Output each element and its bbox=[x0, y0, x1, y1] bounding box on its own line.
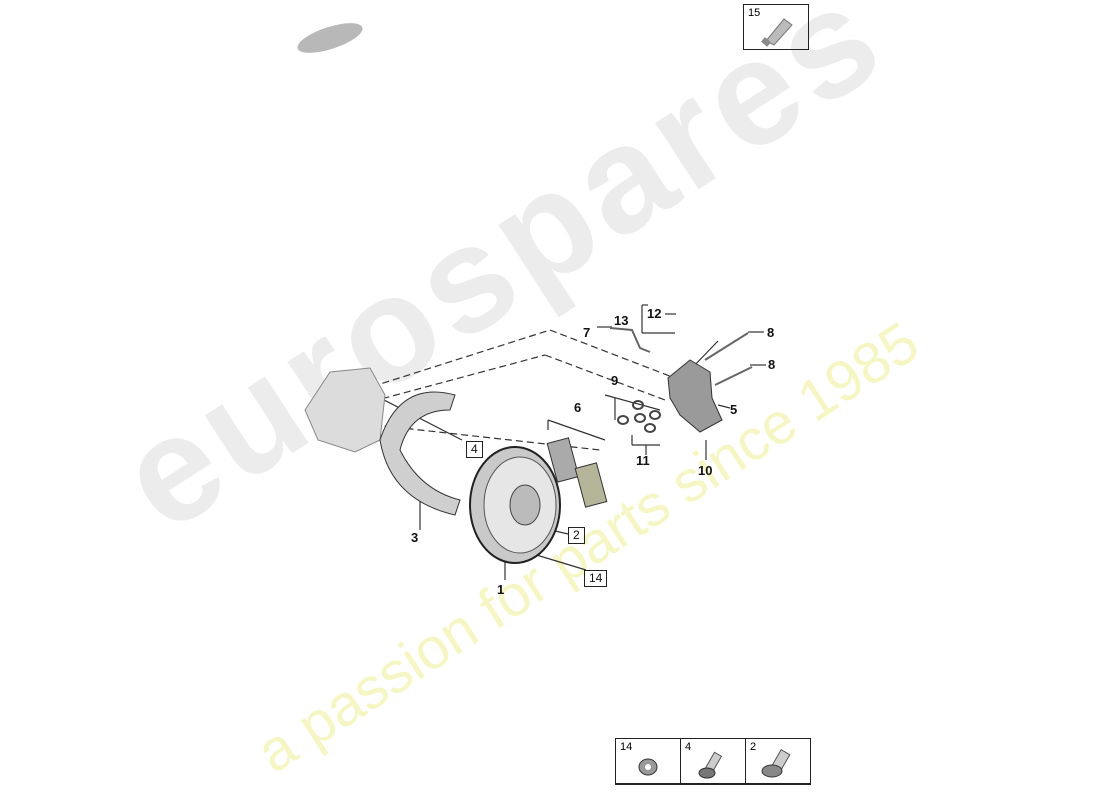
flange-bolt-icon bbox=[698, 751, 723, 779]
brake-pad-part bbox=[546, 437, 580, 483]
seal-rings bbox=[617, 400, 661, 433]
grease-tube-icon bbox=[761, 18, 793, 47]
brake-line-part bbox=[714, 366, 753, 386]
callout-4[interactable]: 4 bbox=[466, 441, 483, 458]
inset-number: 15 bbox=[748, 7, 761, 19]
callout-14[interactable]: 14 bbox=[584, 570, 608, 587]
dust-shield-part bbox=[379, 391, 461, 516]
callout-10[interactable]: 10 bbox=[698, 463, 713, 478]
callout-12[interactable]: 12 bbox=[647, 306, 662, 321]
callout-11[interactable]: 11 bbox=[636, 453, 650, 468]
legend-number: 2 bbox=[750, 741, 757, 753]
callout-6[interactable]: 6 bbox=[574, 400, 582, 415]
bleed-line-part bbox=[609, 327, 651, 353]
callout-2[interactable]: 2 bbox=[568, 527, 585, 544]
legend-number: 14 bbox=[620, 741, 633, 753]
legend-cell-4[interactable]: 4 bbox=[681, 739, 746, 783]
legend-cell-14[interactable]: 14 bbox=[616, 739, 681, 783]
callout-3[interactable]: 3 bbox=[411, 530, 419, 545]
legend-cell-2[interactable]: 2 bbox=[746, 739, 810, 783]
brake-caliper-part bbox=[667, 359, 723, 433]
inset-part-15[interactable]: 15 bbox=[743, 4, 809, 50]
brake-disc-part bbox=[469, 446, 561, 564]
wheel-carrier-part bbox=[304, 367, 386, 453]
hardware-legend: 14 4 2 bbox=[615, 738, 811, 785]
callout-7[interactable]: 7 bbox=[583, 325, 591, 340]
callout-8a[interactable]: 8 bbox=[767, 325, 775, 340]
callout-9[interactable]: 9 bbox=[611, 373, 619, 388]
callout-5[interactable]: 5 bbox=[730, 402, 738, 417]
callout-1[interactable]: 1 bbox=[497, 582, 505, 597]
legend-number: 4 bbox=[685, 741, 692, 753]
nut-icon bbox=[638, 758, 658, 776]
car-silhouette-icon bbox=[297, 23, 363, 53]
callout-8b[interactable]: 8 bbox=[768, 357, 776, 372]
brake-pad-part bbox=[574, 462, 608, 508]
brake-line-part bbox=[704, 332, 749, 361]
countersunk-screw-icon bbox=[761, 749, 791, 778]
callout-13[interactable]: 13 bbox=[614, 313, 629, 328]
